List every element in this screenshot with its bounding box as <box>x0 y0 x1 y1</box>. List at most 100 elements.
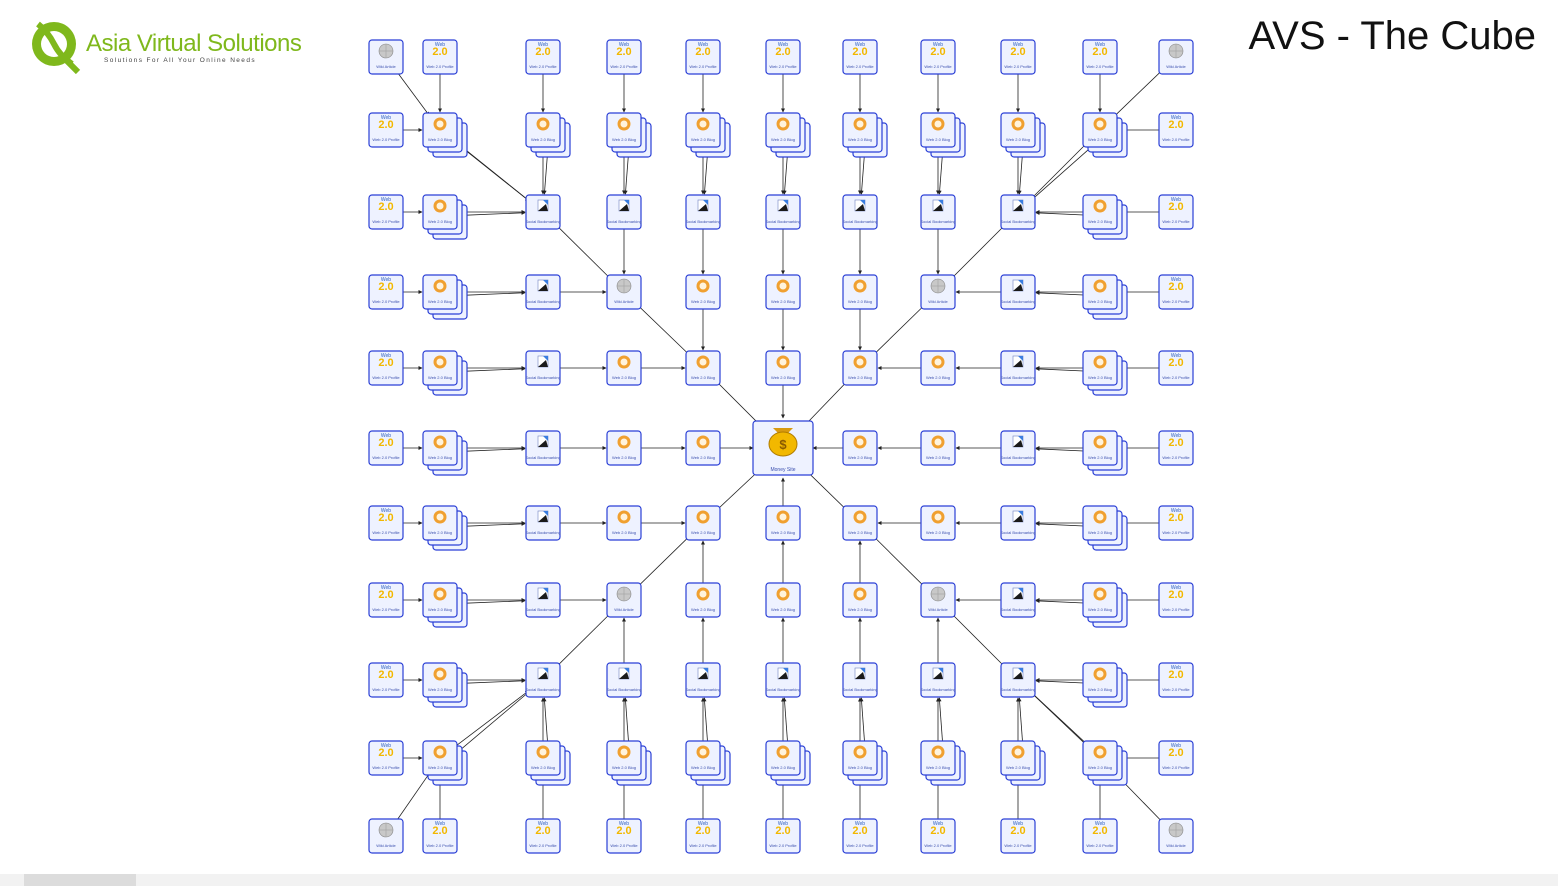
social-bookmark-node: Social Bookmarking <box>525 194 561 230</box>
node-label: Web 2.0 Profile <box>426 64 454 69</box>
node-label: Web 2.0 Blog <box>848 455 872 460</box>
bookmark-icon <box>1012 199 1024 212</box>
wiki-article-node: Wiki Article <box>1158 818 1194 854</box>
orange-blog-icon <box>1011 117 1025 131</box>
svg-text:2.0: 2.0 <box>432 46 447 58</box>
orange-blog-icon <box>776 745 790 759</box>
node-label: Web 2.0 Blog <box>1088 137 1112 142</box>
social-bookmark-node: Social Bookmarking <box>525 350 561 386</box>
bookmark-icon <box>1012 667 1024 680</box>
orange-blog-icon <box>776 510 790 524</box>
svg-text:Web: Web <box>855 821 865 827</box>
node-label: Social Bookmarking <box>685 219 720 224</box>
node-label: Web 2.0 Profile <box>1086 843 1114 848</box>
node-label: Web 2.0 Profile <box>689 64 717 69</box>
node-label: Web 2.0 Profile <box>1162 299 1190 304</box>
node-label: Web 2.0 Blog <box>1088 530 1112 535</box>
social-bookmark-node: Social Bookmarking <box>765 662 801 698</box>
node-label: Money Site <box>770 467 795 473</box>
horizontal-scrollbar-track[interactable] <box>0 874 1558 886</box>
bookmark-icon <box>854 199 866 212</box>
orange-blog-icon <box>776 355 790 369</box>
orange-blog-icon <box>617 355 631 369</box>
node-label: Web 2.0 Blog <box>428 765 452 770</box>
node-label: Web 2.0 Blog <box>1006 765 1030 770</box>
orange-blog-icon <box>931 355 945 369</box>
node-label: Web 2.0 Profile <box>529 64 557 69</box>
node-label: Web 2.0 Blog <box>691 765 715 770</box>
stacked-blog-node: Web 2.0 Blog <box>1082 740 1128 786</box>
node-label: Social Bookmarking <box>1000 530 1035 535</box>
node-label: Web 2.0 Profile <box>372 219 400 224</box>
node-label: Web 2.0 Blog <box>1088 607 1112 612</box>
orange-blog-icon <box>617 435 631 449</box>
node-label: Social Bookmarking <box>920 219 955 224</box>
horizontal-scrollbar-thumb[interactable] <box>24 874 136 886</box>
stacked-blog-node: Web 2.0 Blog <box>1082 430 1128 476</box>
node-label: Web 2.0 Blog <box>691 455 715 460</box>
bookmark-icon <box>537 510 549 523</box>
node-label: Web 2.0 Profile <box>372 375 400 380</box>
node-label: Social Bookmarking <box>525 299 560 304</box>
svg-text:2.0: 2.0 <box>1010 46 1025 58</box>
orange-blog-icon <box>853 279 867 293</box>
orange-blog-icon <box>1093 435 1107 449</box>
social-bookmark-node: Social Bookmarking <box>525 505 561 541</box>
node-label: Web 2.0 Blog <box>771 765 795 770</box>
orange-blog-icon <box>696 117 710 131</box>
bookmark-icon <box>854 667 866 680</box>
node-label: Web 2.0 Blog <box>691 137 715 142</box>
node-label: Web 2.0 Profile <box>372 455 400 460</box>
node-label: Web 2.0 Profile <box>372 687 400 692</box>
node-label: Web 2.0 Blog <box>428 607 452 612</box>
node-label: Wiki Article <box>614 607 634 612</box>
stacked-blog-node: Web 2.0 Blog <box>1082 662 1128 708</box>
social-bookmark-node: Social Bookmarking <box>1000 505 1036 541</box>
node-label: Wiki Article <box>1166 64 1186 69</box>
orange-blog-icon <box>776 117 790 131</box>
stacked-blog-node: Web 2.0 Blog <box>765 112 811 158</box>
stacked-blog-node: Web 2.0 Blog <box>765 740 811 786</box>
stacked-blog-node: Web 2.0 Blog <box>422 662 468 708</box>
stacked-blog-node: Web 2.0 Blog <box>422 112 468 158</box>
company-logo: Asia Virtual Solutions Solutions For All… <box>28 16 328 78</box>
node-label: Web 2.0 Blog <box>428 219 452 224</box>
orange-blog-icon <box>931 435 945 449</box>
wiki-article-node: Wiki Article <box>368 818 404 854</box>
node-label: Web 2.0 Blog <box>848 765 872 770</box>
wiki-globe-icon <box>378 822 394 838</box>
money-site-node: $Money Site <box>752 420 814 476</box>
svg-text:2.0: 2.0 <box>616 46 631 58</box>
svg-text:Web: Web <box>381 585 391 591</box>
node-label: Web 2.0 Profile <box>372 137 400 142</box>
svg-text:2.0: 2.0 <box>852 825 867 837</box>
orange-blog-icon <box>931 510 945 524</box>
svg-text:Web: Web <box>698 821 708 827</box>
wiki-globe-icon <box>1168 43 1184 59</box>
bookmark-icon <box>1012 355 1024 368</box>
svg-text:Web: Web <box>1171 197 1181 203</box>
node-label: Web 2.0 Blog <box>1088 375 1112 380</box>
stacked-blog-node: Web 2.0 Blog <box>1082 582 1128 628</box>
orange-blog-icon <box>931 745 945 759</box>
orange-blog-icon <box>617 117 631 131</box>
orange-blog-icon <box>696 745 710 759</box>
